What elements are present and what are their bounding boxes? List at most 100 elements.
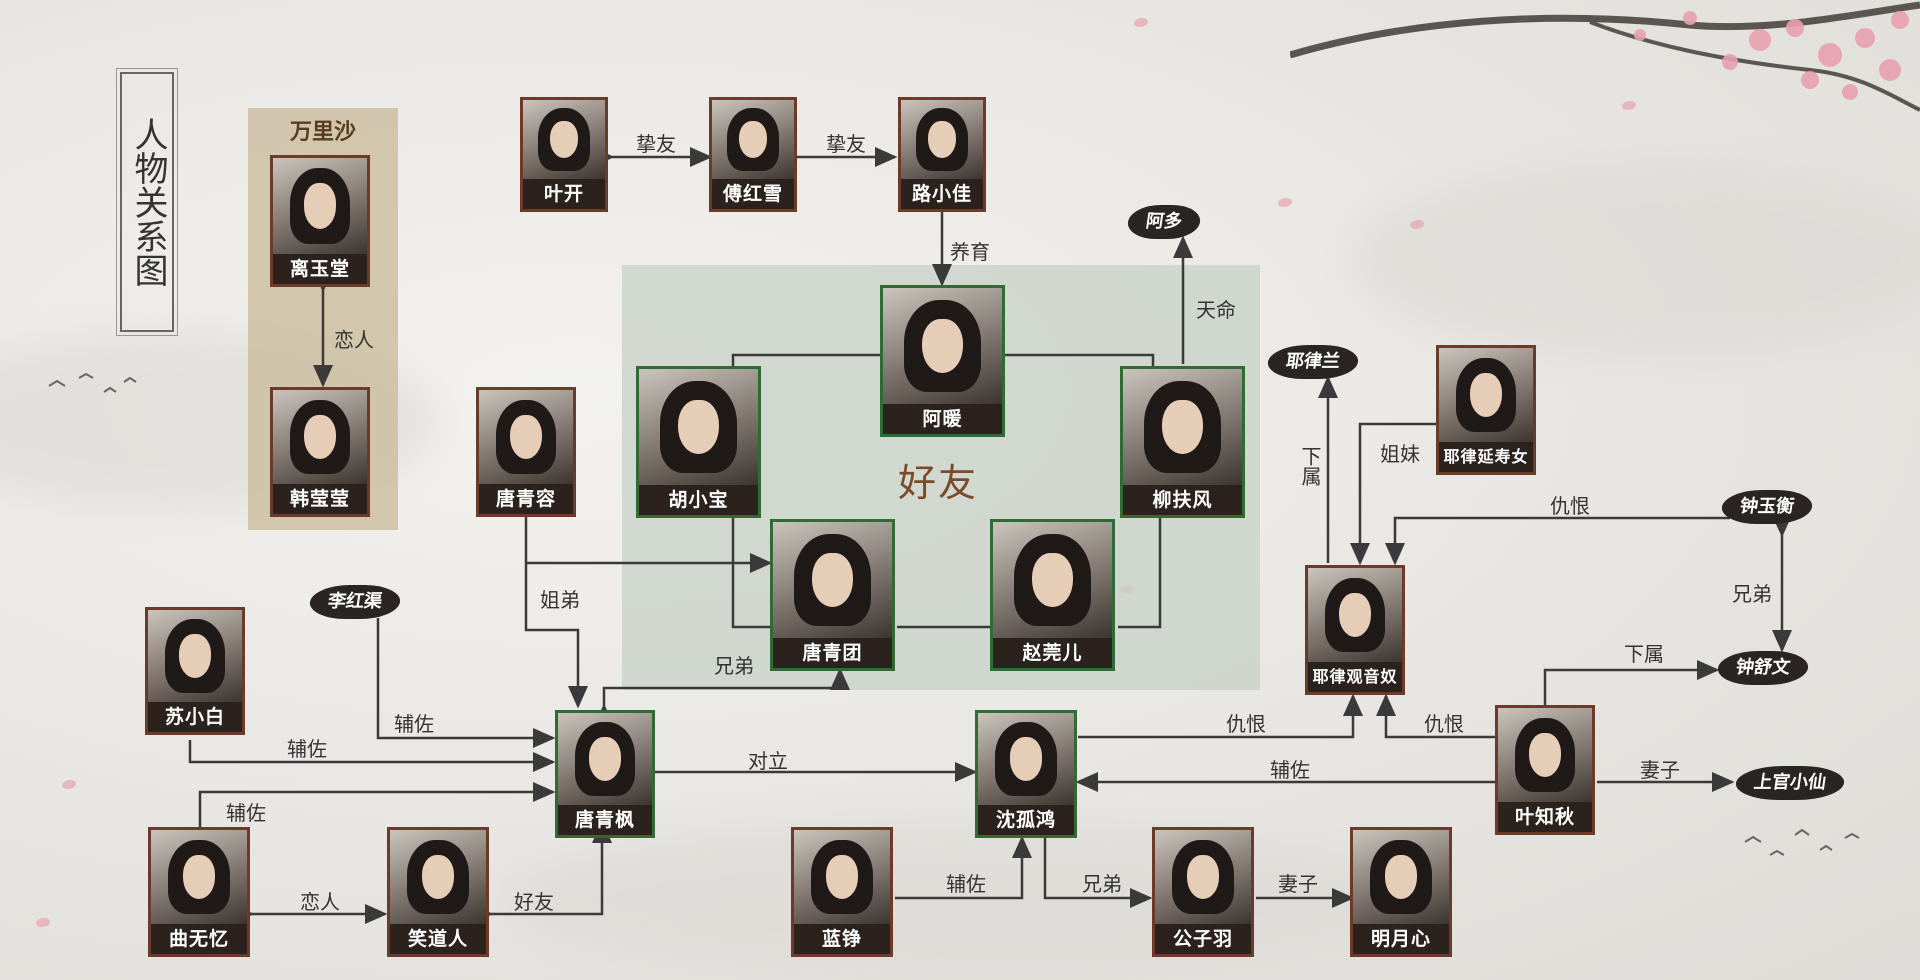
portrait [901,100,983,181]
relation-label: 辅佐 [287,737,327,761]
portrait [148,610,242,704]
character-name: 阿暖 [883,404,1002,434]
character-name: 唐青枫 [558,805,652,835]
petal [1278,198,1292,207]
character-name: 韩莹莹 [273,484,367,514]
character-card-luxiaojia: 路小佳 [898,97,986,212]
link-lanzheng-shenguhong [895,835,1032,900]
relation-label: 仇恨 [1550,494,1590,518]
relation-label: 辅佐 [226,801,266,825]
character-card-shenguhong: 沈孤鸿 [975,710,1077,838]
portrait [639,369,758,487]
mist-cloud [1350,160,1920,360]
character-name: 胡小宝 [639,485,758,515]
relation-label: 天命 [1196,298,1236,322]
relation-label: 挚友 [636,132,676,156]
link-yezhiqiu-zhongshuwen [1543,660,1720,705]
link-lihongqu-tangqingfeng [376,618,556,748]
portrait [558,713,652,807]
character-card-tangqingtuan: 唐青团 [770,519,895,671]
character-card-quwuyi: 曲无忆 [148,827,250,957]
character-card-suxiaobai: 苏小白 [145,607,245,735]
relation-label: 辅佐 [1270,758,1310,782]
link-tangqingtuan-tangqingfeng [594,667,850,726]
character-name: 路小佳 [901,179,983,209]
relation-label: 恋人 [300,890,340,914]
relation-label: 辅佐 [394,712,434,736]
character-card-yeluyanshounv: 耶律延寿女 [1436,345,1536,475]
portrait [273,390,367,486]
relation-label: 妻子 [1278,872,1318,896]
link-xiaodaoren-tangqingfeng [471,820,612,924]
character-name: 沈孤鸿 [978,805,1074,835]
character-name: 曲无忆 [151,924,247,954]
character-name: 柳扶风 [1123,485,1242,515]
character-card-anuan: 阿暖 [880,285,1005,437]
character-name: 耶律延寿女 [1439,442,1533,472]
portrait [273,158,367,256]
diagram-title: 人物关系图 [128,117,168,287]
character-name: 明月心 [1353,924,1449,954]
character-card-gongziyu: 公子羽 [1152,827,1254,957]
character-name: 赵莞儿 [993,638,1112,668]
birds-icon [1744,828,1860,856]
portrait [1155,830,1251,926]
character-card-zhaowaner: 赵莞儿 [990,519,1115,671]
relation-label: 仇恨 [1424,712,1464,736]
link-zhongyuheng-yeluguanyinnu [1385,516,1730,566]
relation-label: 下属 [1298,446,1322,486]
portrait [993,522,1112,640]
portrait [773,522,892,640]
portrait [523,100,605,181]
relation-label: 对立 [748,749,788,773]
relation-label: 挚友 [826,132,866,156]
portrait [151,830,247,926]
petal [36,918,50,927]
portrait [712,100,794,181]
relation-label: 兄弟 [714,654,754,678]
portrait [978,713,1074,807]
portrait [1498,708,1592,804]
character-card-xiaodaoren: 笑道人 [387,827,489,957]
link-tangqingrong-tangqingfeng [516,497,588,709]
portrait [1123,369,1242,487]
petal [1622,101,1636,110]
friends-group-label: 好友 [898,461,979,505]
character-card-fuhongxue: 傅红雪 [709,97,797,212]
relation-label: 养育 [950,240,990,264]
petal [1410,220,1424,229]
character-name: 公子羽 [1155,924,1251,954]
birds-icon [48,372,137,393]
portrait [794,830,890,926]
diagram-title-frame: 人物关系图 [116,68,178,336]
link-yezhiqiu-yeluguanyinnu [1376,693,1495,739]
portrait [1353,830,1449,926]
link-anuan-huxiaobao [731,353,880,370]
character-card-tangqingfeng: 唐青枫 [555,710,655,838]
character-card-yezhiqiu: 叶知秋 [1495,705,1595,835]
link-yeluyanshounv-yeluguanyinnu [1350,422,1436,566]
tag-shangguanxiaoxian: 上官小仙 [1733,766,1847,800]
relation-label: 辅佐 [946,872,986,896]
portrait [883,288,1002,406]
character-name: 唐青容 [479,484,573,514]
plum-blossom-branch [1290,1,1920,112]
character-card-mingyuexin: 明月心 [1350,827,1452,957]
portrait [479,390,573,486]
character-name: 傅红雪 [712,179,794,209]
character-name: 耶律观音奴 [1308,662,1402,692]
character-card-tangqingrong: 唐青容 [476,387,576,517]
character-card-liyutang: 离玉堂 [270,155,370,287]
wanlisha-group-label: 万里沙 [289,119,356,145]
relation-label: 仇恨 [1226,712,1266,736]
character-name: 离玉堂 [273,254,367,284]
portrait [1439,348,1533,444]
character-name: 叶开 [523,179,605,209]
character-name: 笑道人 [390,924,486,954]
character-name: 叶知秋 [1498,802,1592,832]
petal [62,780,76,789]
link-shenguhong-gongziyu [1035,818,1153,908]
link-suxiaobai-tangqingfeng [188,740,556,772]
